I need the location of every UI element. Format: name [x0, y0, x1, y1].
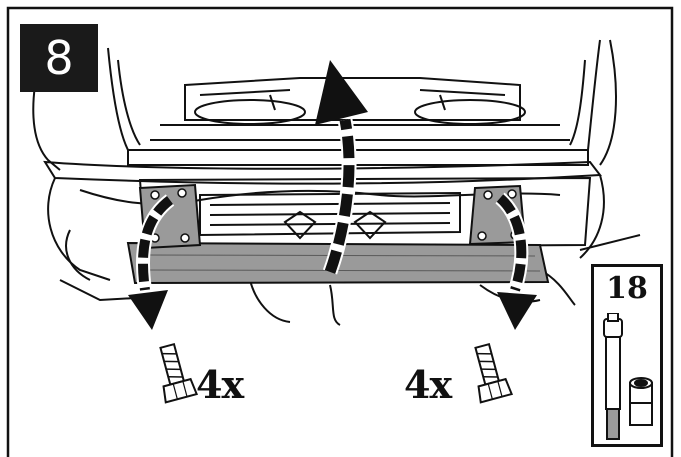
step-number: 8 [20, 24, 98, 92]
socket-size: 18 [606, 271, 648, 306]
bolt-quantity-right: 4x [404, 362, 452, 407]
bolt-icon [159, 342, 199, 404]
up-arrow-icon [315, 60, 368, 275]
panel-border [6, 6, 674, 457]
bolt-quantity-left: 4x [196, 362, 244, 407]
car-body-outline [32, 39, 641, 326]
down-arrow-icon [128, 194, 175, 330]
down-arrow-icon [495, 192, 537, 330]
tool-callout: 18 [591, 264, 663, 447]
bolt-icon [474, 342, 514, 404]
socket-wrench-icon [603, 313, 653, 440]
